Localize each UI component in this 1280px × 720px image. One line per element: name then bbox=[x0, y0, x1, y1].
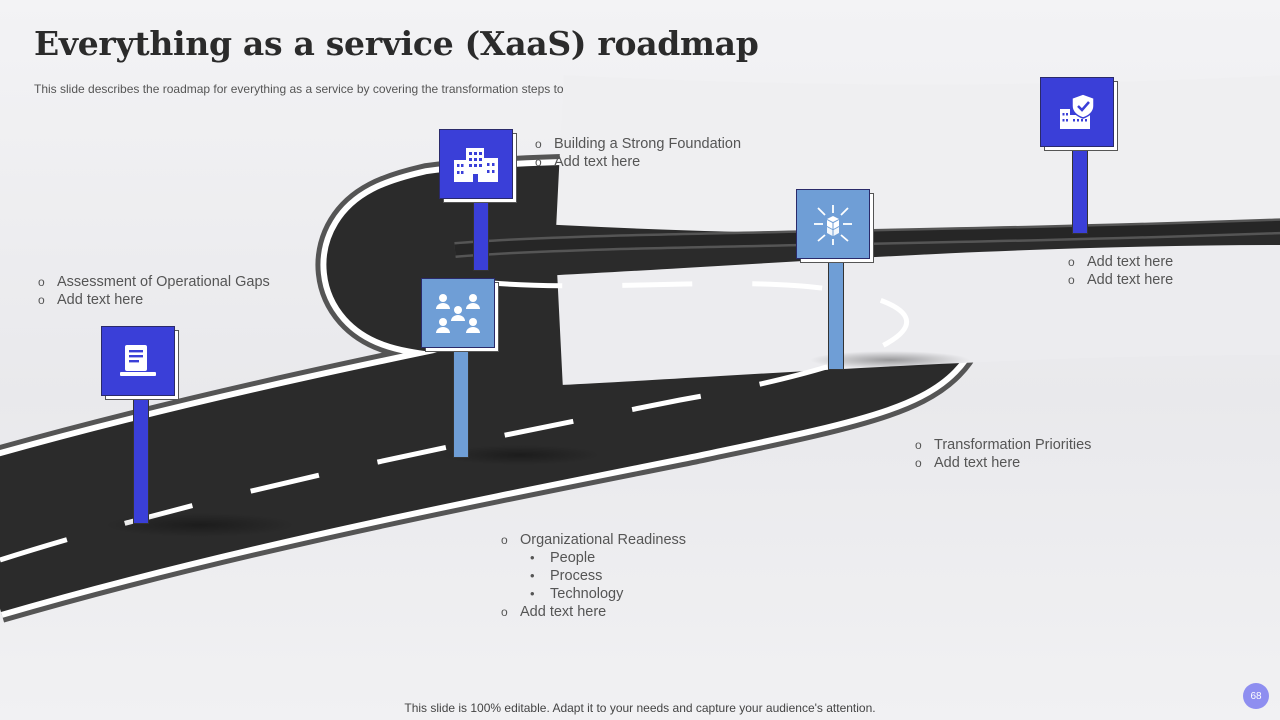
document-laptop-icon bbox=[101, 326, 175, 396]
slide-footer: This slide is 100% editable. Adapt it to… bbox=[404, 701, 876, 715]
secure-building-icon bbox=[1040, 77, 1114, 147]
milestone-sign bbox=[1040, 77, 1118, 151]
page-number-badge: 68 bbox=[1243, 683, 1269, 709]
milestone-heading: Assessment of Operational Gaps bbox=[57, 274, 270, 290]
team-network-icon bbox=[421, 278, 495, 348]
milestone-sign bbox=[796, 189, 874, 263]
slide-title: Everything as a service (XaaS) roadmap bbox=[34, 24, 759, 63]
milestone-detail: Add text here bbox=[1087, 272, 1174, 288]
milestone-heading: Building a Strong Foundation bbox=[554, 136, 742, 152]
milestone-detail: Add text here bbox=[554, 154, 641, 170]
milestone-sign bbox=[421, 278, 499, 352]
milestone-heading: Add text here bbox=[1087, 254, 1174, 270]
signpost-pole bbox=[473, 199, 489, 271]
sub-item: Process bbox=[550, 568, 603, 584]
milestone-heading: Transformation Priorities bbox=[934, 437, 1092, 453]
milestone-sign bbox=[439, 129, 517, 203]
signpost-pole bbox=[133, 396, 149, 524]
sub-item: People bbox=[550, 550, 596, 566]
milestone-detail: Add text here bbox=[934, 455, 1021, 471]
milestone-heading: Organizational Readiness bbox=[520, 532, 687, 548]
cubes-arrows-icon bbox=[796, 189, 870, 259]
signpost-pole bbox=[828, 258, 844, 370]
signpost-pole bbox=[453, 348, 469, 458]
buildings-icon bbox=[439, 129, 513, 199]
milestone-detail: Add text here bbox=[57, 292, 144, 308]
sub-item: Technology bbox=[550, 586, 624, 602]
signpost-pole bbox=[1072, 146, 1088, 234]
milestone-sign bbox=[101, 326, 179, 400]
milestone-detail: Add text here bbox=[520, 604, 607, 620]
